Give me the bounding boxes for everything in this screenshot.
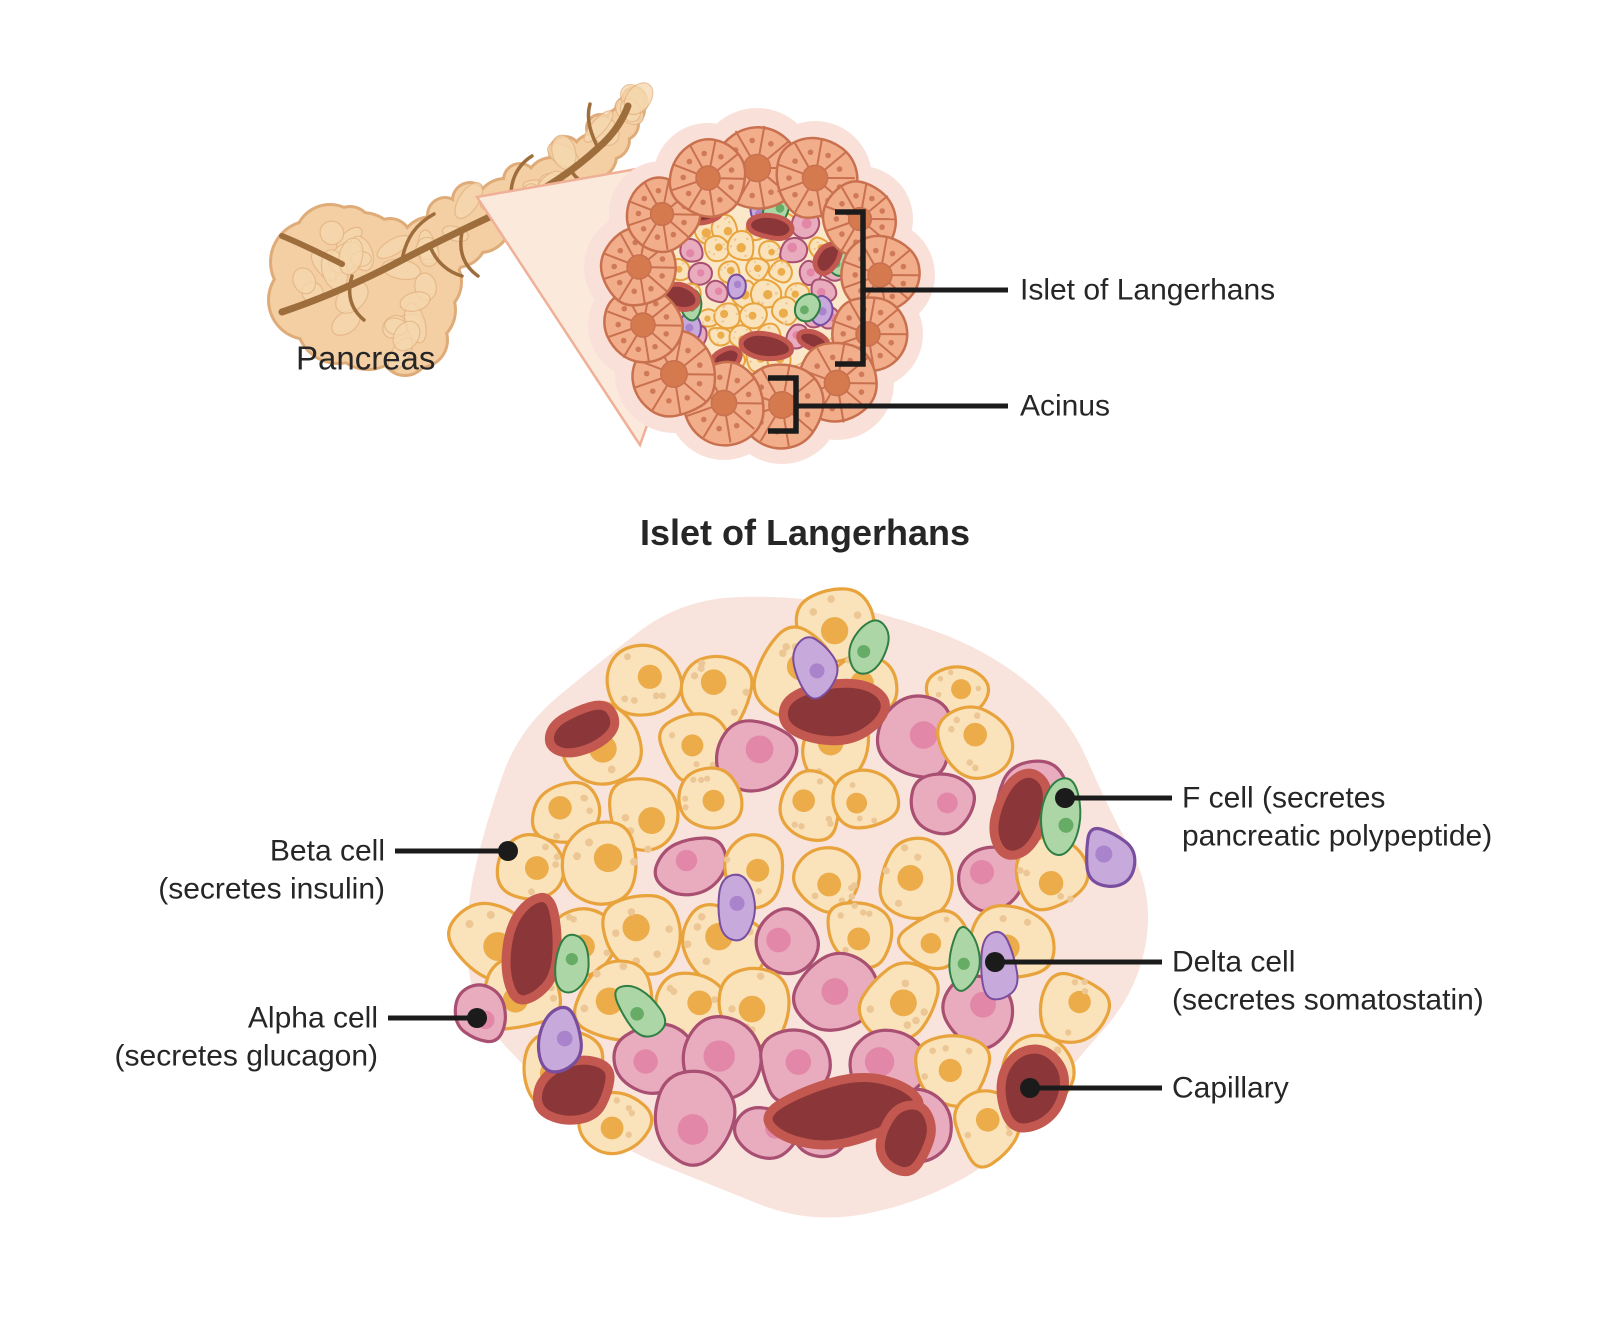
f-cell bbox=[948, 926, 981, 992]
pancreas-label: Pancreas bbox=[296, 340, 435, 377]
alpha-cell-label-line1: Alpha cell bbox=[248, 1002, 378, 1035]
acinus-label: Acinus bbox=[1020, 390, 1110, 423]
delta-cell bbox=[1085, 826, 1137, 888]
capillary-vessel bbox=[989, 768, 1052, 860]
alpha-leader-dot bbox=[467, 1008, 487, 1028]
beta-cell bbox=[658, 712, 732, 784]
beta-cell bbox=[713, 302, 741, 330]
acinus-cluster bbox=[668, 138, 747, 219]
tissue-cross-section bbox=[584, 108, 935, 464]
alpha-cell bbox=[754, 907, 820, 976]
capillary-vessel bbox=[746, 212, 795, 242]
islet-callout-label: Islet of Langerhans bbox=[1020, 274, 1275, 307]
alpha-cell bbox=[687, 261, 713, 286]
beta-cell bbox=[857, 961, 940, 1042]
beta-cell bbox=[677, 766, 744, 830]
beta-cell bbox=[768, 259, 793, 284]
beta-cell bbox=[1038, 971, 1112, 1044]
alpha-cell bbox=[875, 694, 953, 779]
beta-leader-dot bbox=[498, 841, 518, 861]
beta-cell bbox=[831, 768, 901, 830]
f-cell-label-line2: pancreatic polypeptide) bbox=[1182, 820, 1492, 853]
capillary-vessel bbox=[544, 700, 620, 758]
delta-cell-label-line2: (secretes somatostatin) bbox=[1172, 984, 1484, 1017]
beta-cell bbox=[1014, 834, 1090, 912]
beta-cell bbox=[679, 654, 754, 732]
beta-cell-label-line2: (secretes insulin) bbox=[158, 873, 385, 906]
beta-cell bbox=[605, 643, 684, 717]
beta-cell bbox=[708, 327, 733, 347]
alpha-cell bbox=[791, 951, 881, 1032]
alpha-cell bbox=[909, 772, 976, 836]
delta-cell bbox=[536, 1005, 583, 1074]
f-cell-label-line1: F cell (secretes bbox=[1182, 782, 1385, 815]
delta-cell bbox=[726, 273, 747, 300]
alpha-cell-label-line2: (secretes glucagon) bbox=[115, 1040, 378, 1073]
alpha-cell bbox=[779, 236, 809, 264]
f-cell bbox=[554, 933, 590, 994]
f-cell bbox=[614, 984, 667, 1038]
islet-bracket bbox=[835, 209, 1008, 367]
f-leader-dot bbox=[1055, 788, 1075, 808]
delta-cell-label-line1: Delta cell bbox=[1172, 946, 1295, 979]
capillary-vessel bbox=[875, 1100, 936, 1177]
beta-cell bbox=[745, 257, 770, 282]
capillary-leader-dot bbox=[1020, 1078, 1040, 1098]
capillary-vessel bbox=[532, 1055, 615, 1125]
beta-cell bbox=[726, 230, 755, 262]
f-cell bbox=[793, 292, 822, 323]
beta-cell bbox=[601, 893, 682, 976]
capillary-vessel bbox=[778, 678, 890, 746]
leader-lines bbox=[388, 788, 1172, 1098]
beta-cell bbox=[792, 846, 861, 914]
f-cell bbox=[848, 619, 890, 675]
beta-cell bbox=[878, 836, 954, 921]
beta-cell bbox=[936, 705, 1015, 780]
section-title: Islet of Langerhans bbox=[640, 512, 970, 553]
acinus-bracket bbox=[768, 375, 1008, 434]
alpha-cell bbox=[714, 719, 799, 793]
delta-leader-dot bbox=[985, 952, 1005, 972]
capillary-label-line1: Capillary bbox=[1172, 1072, 1289, 1105]
islet-of-langerhans-illustration bbox=[447, 587, 1149, 1218]
beta-cell bbox=[738, 302, 768, 330]
alpha-cell bbox=[679, 237, 704, 263]
beta-cell bbox=[758, 239, 783, 262]
delta-cell bbox=[792, 636, 839, 700]
beta-cell bbox=[560, 820, 639, 906]
alpha-cell bbox=[705, 279, 729, 304]
capillary-vessel bbox=[501, 892, 562, 1005]
capillary-vessel bbox=[738, 330, 794, 362]
beta-cell-label-line1: Beta cell bbox=[270, 835, 385, 868]
alpha-cell bbox=[653, 1069, 737, 1167]
delta-cell bbox=[717, 873, 756, 942]
